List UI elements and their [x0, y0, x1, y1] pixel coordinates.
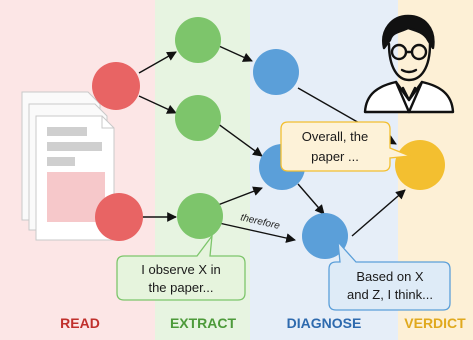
read-node-2 [95, 193, 143, 241]
bubble-diagnose: Based on X and Z, I think... [328, 240, 451, 311]
column-label-read: READ [60, 315, 100, 331]
bubble-extract-line-1: I observe X in [141, 262, 221, 277]
bubble-diagnose-line-1: Based on X [356, 269, 424, 284]
edge-diagnose3-verdict [351, 189, 406, 237]
edge-read1-extract2 [138, 95, 177, 114]
bubble-verdict-line-1: Overall, the [302, 129, 368, 144]
paper-stack-icon [21, 91, 115, 241]
bubble-diagnose-line-2: and Z, I think... [347, 287, 433, 302]
column-label-extract: EXTRACT [170, 315, 237, 331]
extract-node-2 [175, 95, 221, 141]
bubble-verdict: Overall, the paper ... [280, 121, 411, 172]
edge-extract3-diagnose3 [209, 220, 296, 243]
edge-read1-extract1 [138, 51, 177, 74]
diagnose-node-1 [253, 49, 299, 95]
bubble-verdict-line-2: paper ... [311, 149, 359, 164]
read-node-1 [92, 62, 140, 110]
edge-diagnose2-diagnose3 [297, 183, 325, 215]
bubble-extract-line-2: the paper... [148, 280, 213, 295]
extract-node-1 [175, 17, 221, 63]
bubble-extract: I observe X in the paper... [116, 233, 246, 301]
verdict-node [395, 140, 445, 190]
column-label-verdict: VERDICT [404, 315, 466, 331]
column-label-diagnose: DIAGNOSE [287, 315, 362, 331]
reviewer-avatar-icon [363, 14, 455, 114]
diagnose-node-3 [302, 213, 348, 259]
extract-node-3 [177, 193, 223, 239]
